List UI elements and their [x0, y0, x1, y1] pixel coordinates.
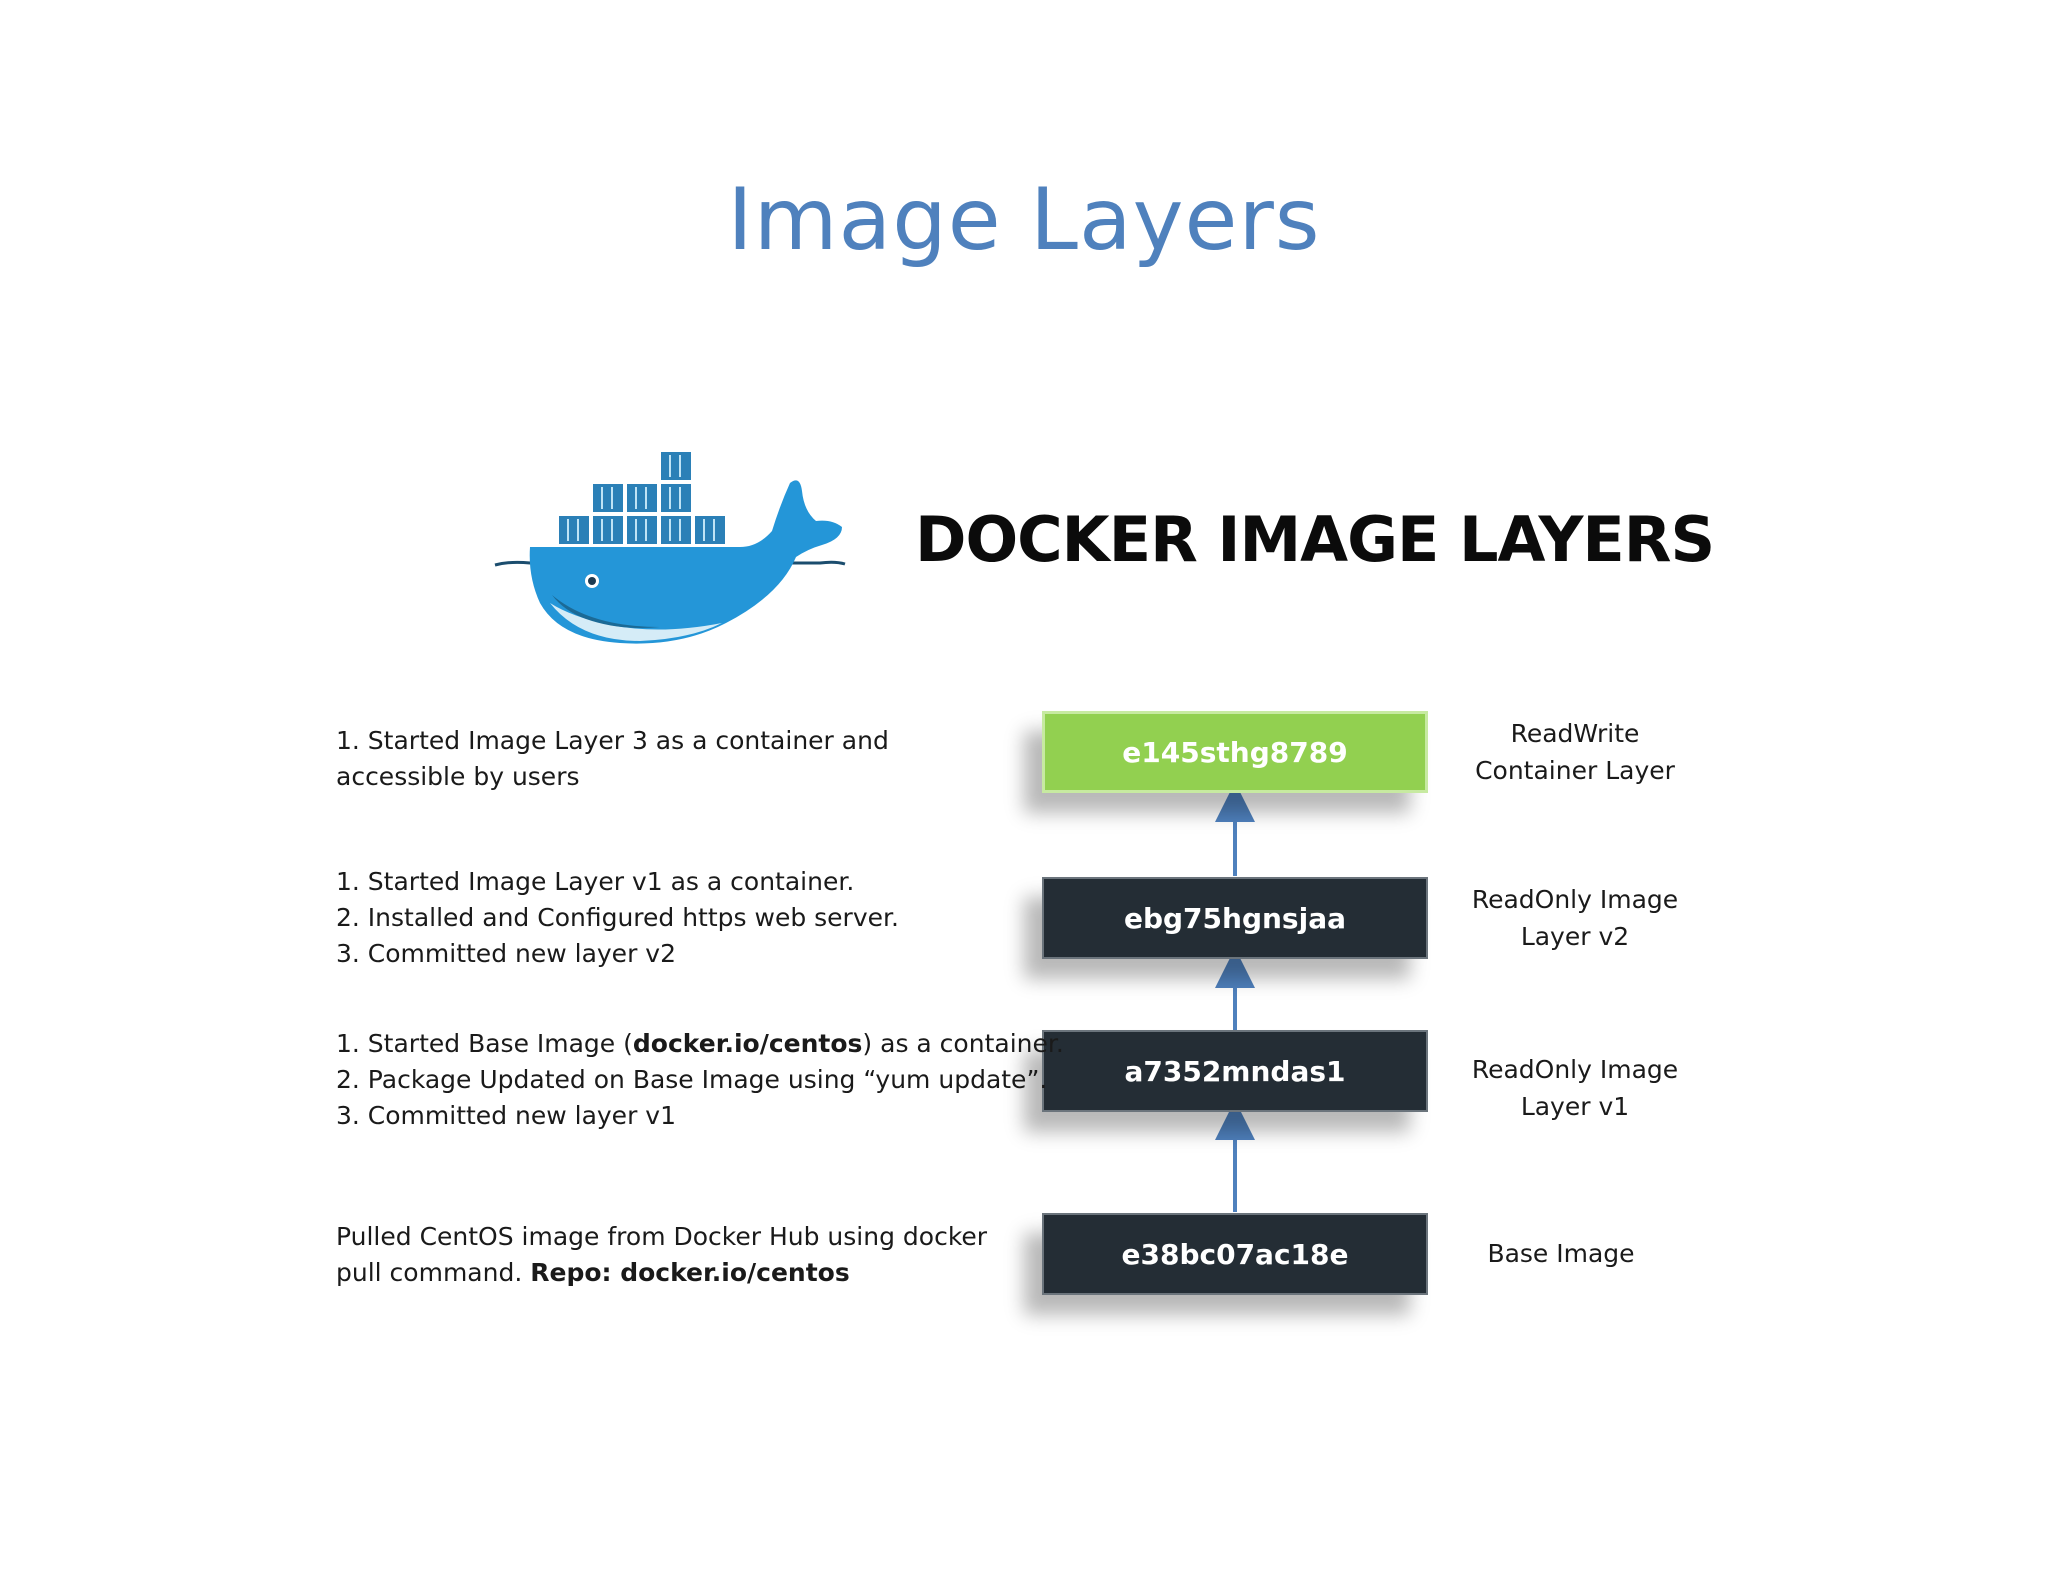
label-line: Layer v2 — [1520, 922, 1630, 951]
diagram-heading: DOCKER IMAGE LAYERS — [915, 503, 1715, 576]
desc-text: ) as a container. — [862, 1029, 1064, 1058]
label-line: ReadWrite — [1510, 719, 1640, 748]
desc-text: 1. Started Base Image ( — [336, 1029, 633, 1058]
desc-line: 1. Started Image Layer 3 as a container … — [336, 726, 889, 755]
label-layer-v1: ReadOnly Image Layer v1 — [1445, 1051, 1705, 1125]
desc-line: accessible by users — [336, 762, 580, 791]
desc-repo-bold: Repo: docker.io/centos — [530, 1258, 850, 1287]
slide-title: Image Layers — [727, 170, 1321, 270]
desc-repo-bold: docker.io/centos — [632, 1029, 863, 1058]
desc-line: 1. Started Image Layer v1 as a container… — [336, 867, 855, 896]
layer-box-v1: a7352mndas1 — [1042, 1030, 1428, 1112]
desc-line: pull command. Repo: docker.io/centos — [336, 1255, 1036, 1291]
label-line: ReadOnly Image — [1471, 885, 1679, 914]
docker-logo — [490, 435, 850, 655]
desc-line: 3. Committed new layer v2 — [336, 939, 676, 968]
label-container-layer: ReadWrite Container Layer — [1445, 715, 1705, 789]
desc-line: 2. Installed and Configured https web se… — [336, 903, 899, 932]
desc-base-image: Pulled CentOS image from Docker Hub usin… — [336, 1219, 1036, 1291]
layer-box-base: e38bc07ac18e — [1042, 1213, 1428, 1295]
desc-text: pull command. — [336, 1258, 531, 1287]
desc-layer-v2: 1. Started Image Layer v1 as a container… — [336, 864, 1036, 972]
desc-line: 1. Started Base Image (docker.io/centos)… — [336, 1026, 1064, 1062]
layer-box-v2: ebg75hgnsjaa — [1042, 877, 1428, 959]
desc-layer-v1: 1. Started Base Image (docker.io/centos)… — [336, 1026, 1064, 1134]
docker-whale-logo-icon — [494, 450, 846, 644]
label-base-image: Base Image — [1431, 1235, 1691, 1272]
desc-line: Pulled CentOS image from Docker Hub usin… — [336, 1222, 988, 1251]
label-line: Base Image — [1487, 1239, 1635, 1268]
label-line: Container Layer — [1475, 756, 1675, 785]
label-line: ReadOnly Image — [1471, 1055, 1679, 1084]
layer-box-container: e145sthg8789 — [1042, 711, 1428, 793]
desc-line: 2. Package Updated on Base Image using “… — [336, 1065, 1048, 1094]
desc-container-layer: 1. Started Image Layer 3 as a container … — [336, 723, 1036, 795]
desc-line: 3. Committed new layer v1 — [336, 1101, 676, 1130]
label-layer-v2: ReadOnly Image Layer v2 — [1445, 881, 1705, 955]
label-line: Layer v1 — [1520, 1092, 1630, 1121]
